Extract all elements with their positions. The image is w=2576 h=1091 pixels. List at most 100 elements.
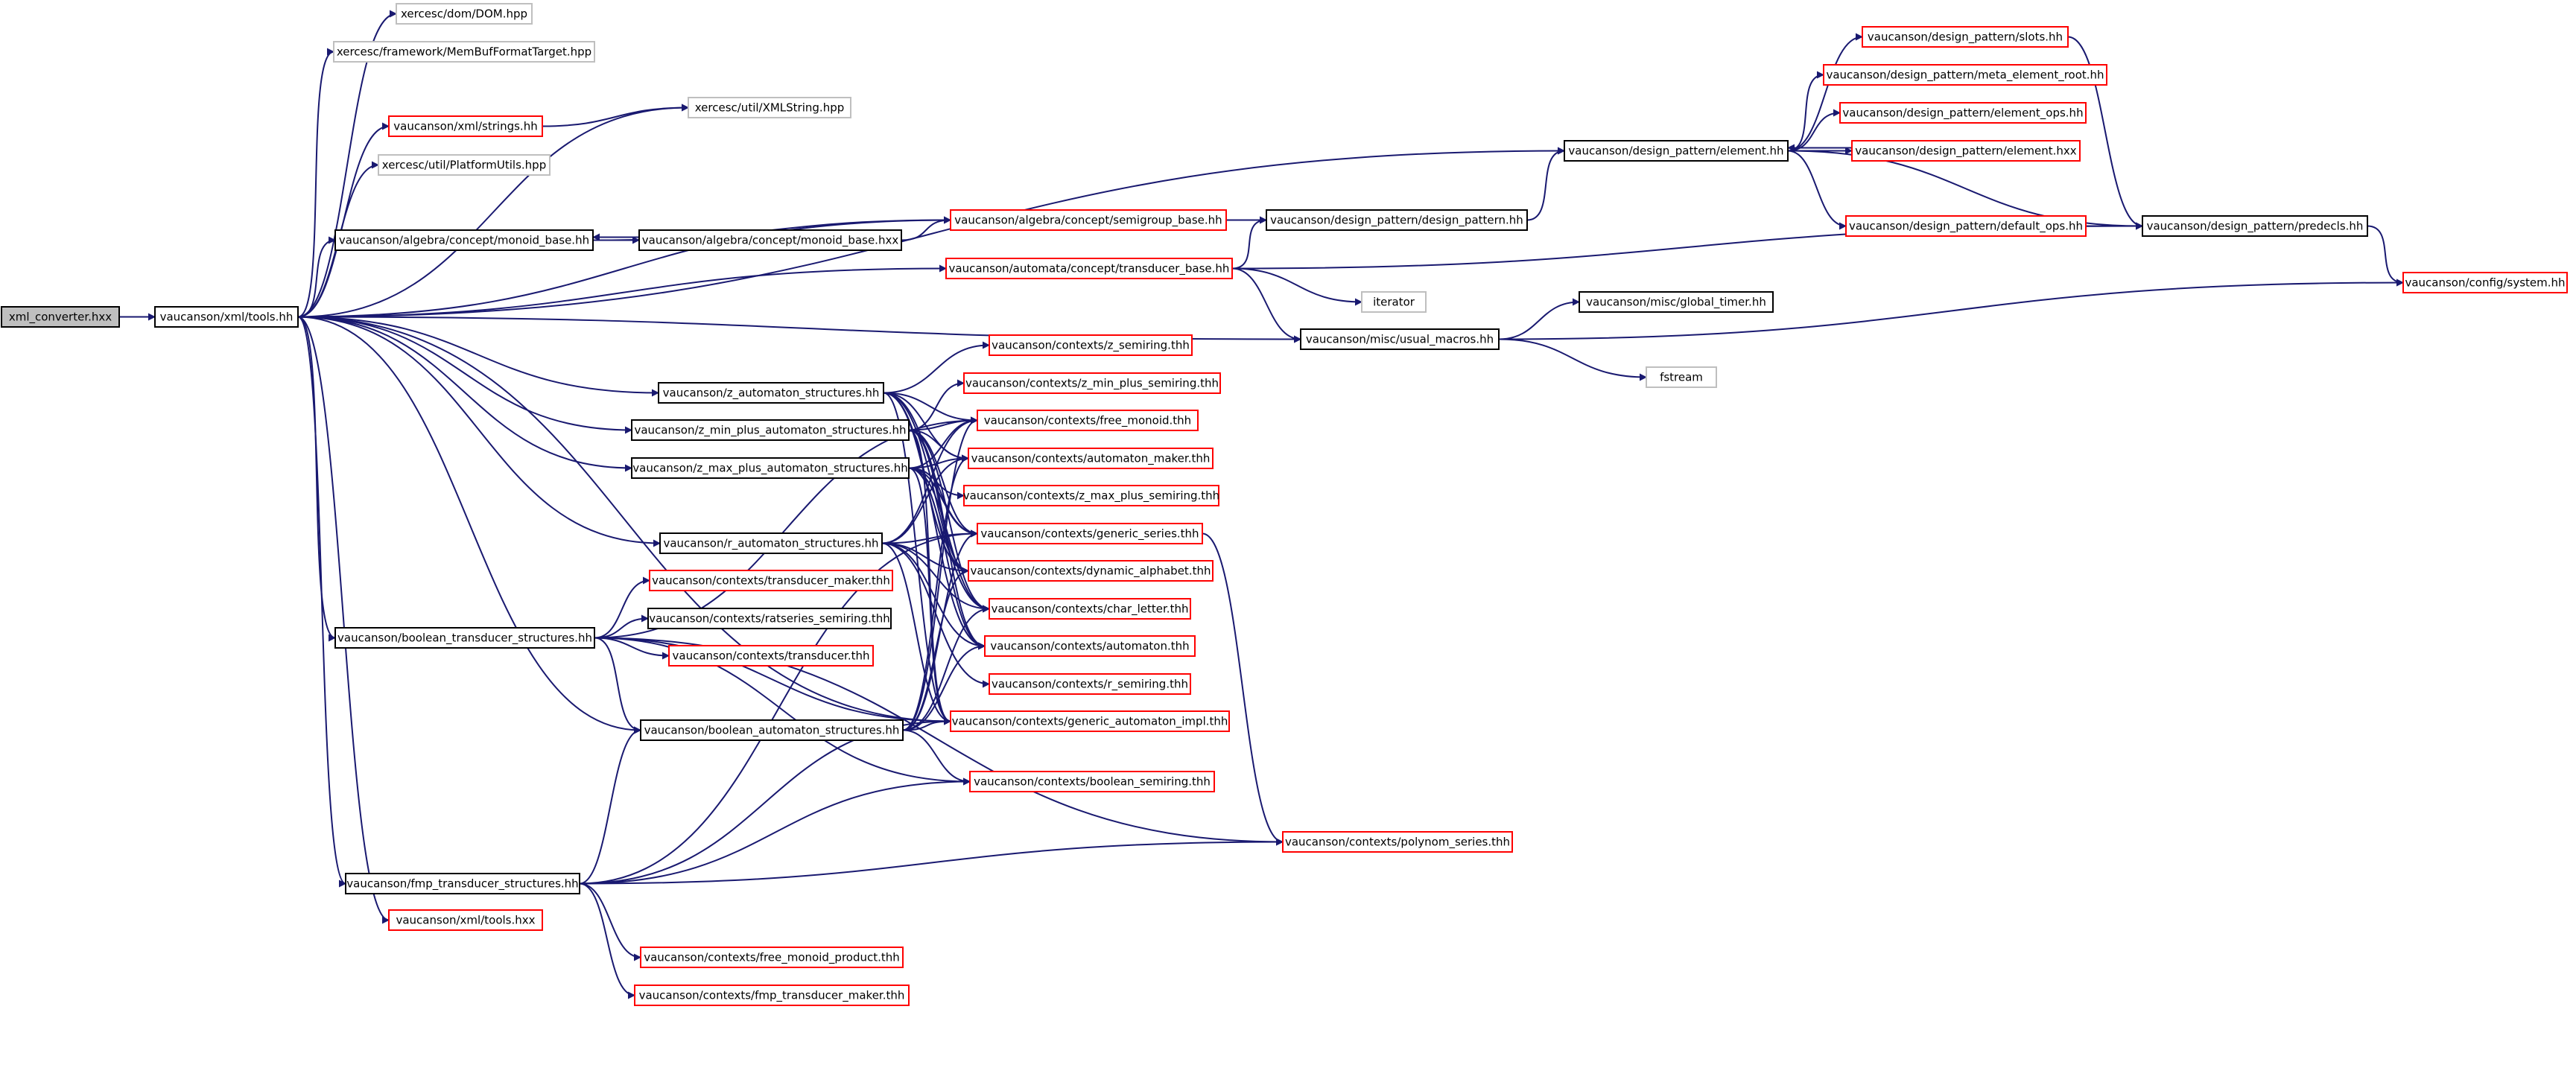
edge-boolean-automaton-to-c-boolean-semiring bbox=[902, 729, 971, 786]
edge-tools-hh-to-c-generic-impl bbox=[297, 316, 951, 725]
node-box bbox=[1823, 64, 2107, 86]
node-box bbox=[1282, 831, 1513, 853]
node-c-char-letter: vaucanson/contexts/char_letter.thh bbox=[989, 598, 1191, 620]
edge-boolean-transducer-to-boolean-automaton bbox=[594, 637, 641, 734]
node-label: iterator bbox=[1373, 296, 1415, 309]
node-transducer-base: vaucanson/automata/concept/transducer_ba… bbox=[945, 258, 1233, 279]
edge-fmp-transducer-to-c-generic-series bbox=[579, 529, 978, 885]
node-tools-hh: vaucanson/xml/tools.hh bbox=[154, 306, 299, 328]
edge-r-automaton-to-c-generic-impl bbox=[881, 542, 951, 725]
node-c-free-monoid: vaucanson/contexts/free_monoid.thh bbox=[977, 410, 1199, 431]
edge-tools-hh-to-element-hh bbox=[297, 147, 1565, 318]
node-c-automaton: vaucanson/contexts/automaton.thh bbox=[984, 635, 1196, 657]
node-label: vaucanson/contexts/r_semiring.thh bbox=[992, 678, 1188, 692]
node-box bbox=[647, 608, 892, 629]
edge-transducer-base-to-usual-macros bbox=[1231, 267, 1301, 343]
node-label: vaucanson/contexts/transducer.thh bbox=[673, 649, 870, 663]
edge-z-max-plus-to-c-automaton-maker bbox=[908, 454, 969, 469]
edge-z-min-plus-to-c-automaton-maker bbox=[908, 429, 969, 462]
node-label: vaucanson/config/system.hh bbox=[2405, 276, 2565, 290]
node-c-transducer: vaucanson/contexts/transducer.thh bbox=[668, 645, 874, 667]
node-label: vaucanson/r_automaton_structures.hh bbox=[663, 537, 878, 551]
node-box bbox=[649, 570, 893, 591]
node-box bbox=[2142, 215, 2368, 237]
node-label: vaucanson/contexts/z_max_plus_semiring.t… bbox=[963, 489, 1219, 503]
node-label: vaucanson/contexts/transducer_maker.thh bbox=[652, 574, 890, 588]
node-label: vaucanson/contexts/z_min_plus_semiring.t… bbox=[965, 377, 1219, 391]
node-label: vaucanson/z_min_plus_automaton_structure… bbox=[634, 424, 906, 438]
edge-fmp-transducer-to-c-free-monoid-product bbox=[579, 882, 641, 961]
edge-xml-strings-to-xmlstring bbox=[542, 104, 689, 127]
node-label: xercesc/framework/MemBufFormatTarget.hpp bbox=[337, 45, 591, 59]
node-box bbox=[333, 41, 595, 63]
node-label: vaucanson/algebra/concept/semigroup_base… bbox=[954, 214, 1222, 228]
edge-z-automaton-to-c-free-monoid bbox=[883, 392, 978, 424]
node-label: vaucanson/design_pattern/element.hh bbox=[1568, 144, 1783, 159]
node-membuf: xercesc/framework/MemBufFormatTarget.hpp bbox=[333, 41, 595, 63]
edge-tools-hh-to-semigroup-base bbox=[297, 216, 951, 318]
node-label: vaucanson/algebra/concept/monoid_base.hh bbox=[339, 234, 589, 248]
edge-slots-to-predecls bbox=[2067, 36, 2143, 230]
node-box bbox=[334, 627, 595, 649]
node-label: vaucanson/design_pattern/predecls.hh bbox=[2147, 220, 2364, 234]
node-root: xml_converter.hxx bbox=[1, 306, 120, 328]
edge-usual-macros-to-global-timer bbox=[1498, 298, 1580, 340]
node-box bbox=[634, 985, 910, 1006]
node-label: vaucanson/xml/tools.hh bbox=[160, 311, 294, 324]
node-box bbox=[989, 334, 1193, 356]
edge-element-hh-to-default-ops bbox=[1787, 150, 1847, 230]
node-box bbox=[968, 560, 1214, 582]
edge-boolean-transducer-to-c-transducer-maker bbox=[594, 576, 650, 639]
edge-z-min-plus-to-c-automaton bbox=[908, 429, 986, 650]
edge-tools-hh-to-z-automaton bbox=[297, 316, 659, 397]
node-meta-element-root: vaucanson/design_pattern/meta_element_ro… bbox=[1823, 64, 2107, 86]
node-box bbox=[945, 258, 1233, 279]
edge-element-hh-to-predecls bbox=[1787, 150, 2143, 230]
node-label: vaucanson/boolean_transducer_structures.… bbox=[337, 632, 592, 646]
node-box bbox=[1646, 366, 1717, 388]
node-box bbox=[963, 485, 1219, 506]
node-box bbox=[388, 909, 543, 931]
node-c-z-max-plus: vaucanson/contexts/z_max_plus_semiring.t… bbox=[963, 485, 1219, 506]
edge-z-automaton-to-c-automaton bbox=[883, 392, 986, 650]
node-xml-tools-hxx: vaucanson/xml/tools.hxx bbox=[388, 909, 543, 931]
node-label: vaucanson/design_pattern/element_ops.hh bbox=[1842, 106, 2083, 121]
edge-fmp-transducer-to-boolean-automaton bbox=[579, 726, 641, 885]
node-box bbox=[1845, 215, 2087, 237]
node-semigroup-base: vaucanson/algebra/concept/semigroup_base… bbox=[950, 209, 1227, 231]
edge-z-max-plus-to-c-automaton bbox=[908, 467, 986, 650]
node-box bbox=[1266, 209, 1528, 231]
node-label: fstream bbox=[1660, 371, 1703, 384]
node-c-dynamic-alphabet: vaucanson/contexts/dynamic_alphabet.thh bbox=[968, 560, 1214, 582]
node-label: vaucanson/contexts/dynamic_alphabet.thh bbox=[971, 564, 1211, 579]
node-label: vaucanson/contexts/ratseries_semiring.th… bbox=[649, 612, 890, 626]
node-monoid-base-hxx: vaucanson/algebra/concept/monoid_base.hx… bbox=[638, 229, 902, 251]
nodes-layer: xml_converter.hxx vaucanson/xml/tools.hh x… bbox=[1, 3, 2568, 1006]
node-label: vaucanson/contexts/free_monoid_product.t… bbox=[644, 951, 900, 965]
node-c-generic-series: vaucanson/contexts/generic_series.thh bbox=[977, 523, 1203, 544]
node-platform: xercesc/util/PlatformUtils.hpp bbox=[378, 154, 551, 176]
node-box bbox=[968, 448, 1214, 469]
node-label: vaucanson/design_pattern/design_pattern.… bbox=[1270, 214, 1523, 228]
node-box bbox=[989, 673, 1191, 695]
node-label: vaucanson/boolean_automaton_structures.h… bbox=[644, 724, 900, 738]
node-box bbox=[963, 372, 1221, 394]
node-label: vaucanson/misc/usual_macros.hh bbox=[1306, 333, 1494, 347]
edge-monoid-base-hxx-to-semigroup-base bbox=[901, 216, 951, 241]
node-label: vaucanson/xml/strings.hh bbox=[393, 120, 537, 133]
node-label: xml_converter.hxx bbox=[9, 311, 112, 325]
node-box bbox=[989, 598, 1191, 620]
edge-boolean-transducer-to-c-ratseries bbox=[594, 614, 649, 639]
node-box bbox=[154, 306, 299, 328]
node-box bbox=[1564, 140, 1789, 162]
node-label: vaucanson/contexts/boolean_semiring.thh bbox=[974, 775, 1211, 789]
node-label: vaucanson/algebra/concept/monoid_base.hx… bbox=[642, 234, 899, 248]
node-z-max-plus: vaucanson/z_max_plus_automaton_structure… bbox=[631, 457, 910, 479]
node-label: vaucanson/contexts/generic_series.thh bbox=[980, 527, 1199, 541]
node-label: vaucanson/contexts/free_monoid.thh bbox=[984, 414, 1191, 428]
node-element-hxx: vaucanson/design_pattern/element.hxx bbox=[1851, 140, 2081, 162]
edge-boolean-automaton-to-c-char-letter bbox=[902, 605, 990, 731]
edge-fmp-transducer-to-c-fmp-transducer-maker bbox=[579, 882, 635, 999]
node-box bbox=[388, 115, 543, 137]
edge-boolean-automaton-to-c-dynamic-alphabet bbox=[902, 567, 969, 731]
